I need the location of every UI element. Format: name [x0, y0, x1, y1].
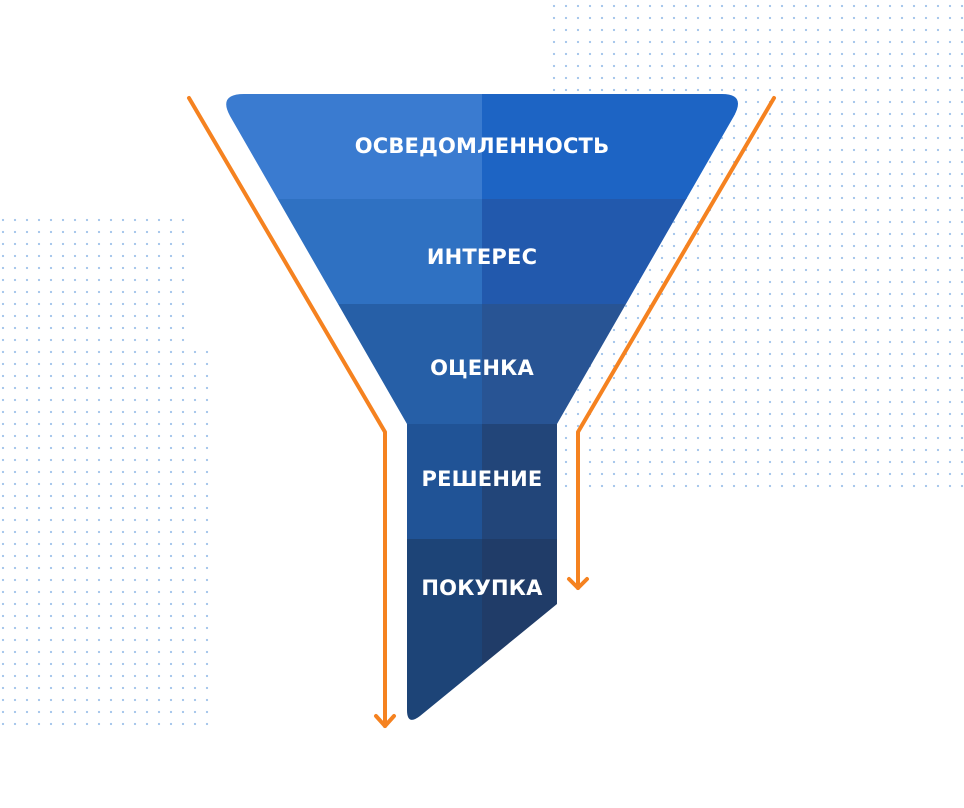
right-arrow-icon [567, 96, 776, 590]
dot-pattern-left-upper [0, 214, 186, 352]
stage-label-awareness: ОСВЕДОМЛЕННОСТЬ [354, 134, 610, 158]
dot-pattern-left-lower [0, 346, 210, 730]
stage-label-evaluation: ОЦЕНКА [430, 356, 534, 380]
stage-label-decision: РЕШЕНИЕ [421, 467, 543, 491]
stage-label-interest: ИНТЕРЕС [426, 245, 538, 269]
stage-5-left [226, 539, 482, 720]
stage-1-right [482, 94, 739, 199]
funnel-shape [226, 94, 739, 720]
left-arrow-icon [187, 96, 396, 728]
stage-1-left [226, 94, 482, 199]
stage-5-right [482, 539, 739, 720]
stage-label-purchase: ПОКУПКА [421, 576, 543, 600]
